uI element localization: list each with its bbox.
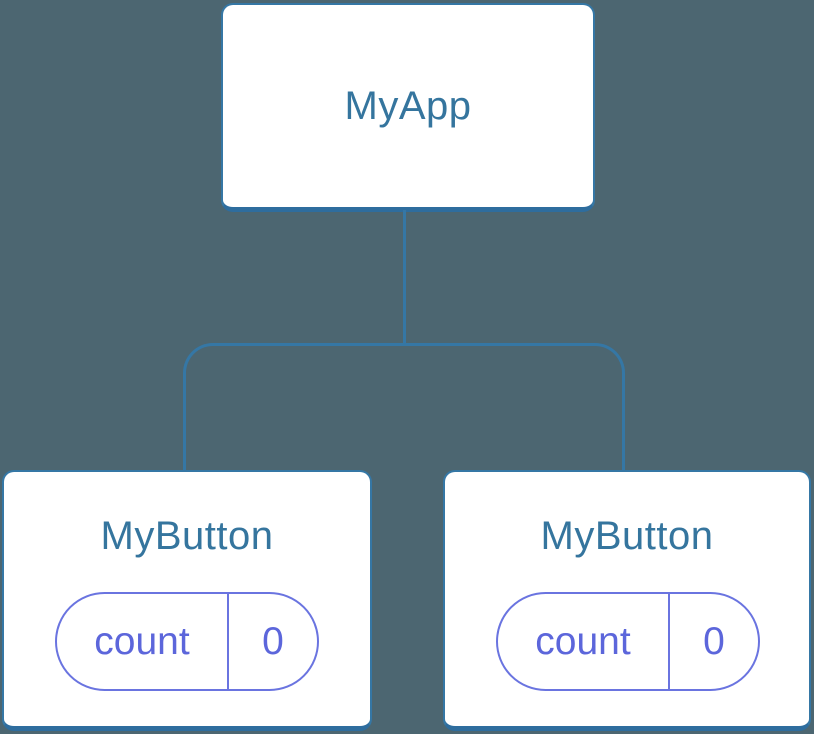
component-node-mybutton-2: MyButton count 0 (443, 470, 811, 731)
connector-stem (403, 210, 406, 346)
state-value-1: 0 (262, 619, 284, 663)
component-label-mybutton-2: MyButton (540, 514, 714, 558)
component-label-myapp: MyApp (344, 83, 472, 128)
component-label-mybutton-1: MyButton (100, 514, 274, 558)
state-pill-2: count 0 (496, 592, 760, 691)
state-value-2: 0 (703, 619, 725, 663)
state-key-2: count (498, 594, 670, 689)
connector-bracket (183, 343, 625, 470)
state-key-1: count (57, 594, 229, 689)
component-node-myapp: MyApp (221, 3, 595, 212)
state-pill-1: count 0 (55, 592, 319, 691)
component-node-mybutton-1: MyButton count 0 (2, 470, 372, 731)
